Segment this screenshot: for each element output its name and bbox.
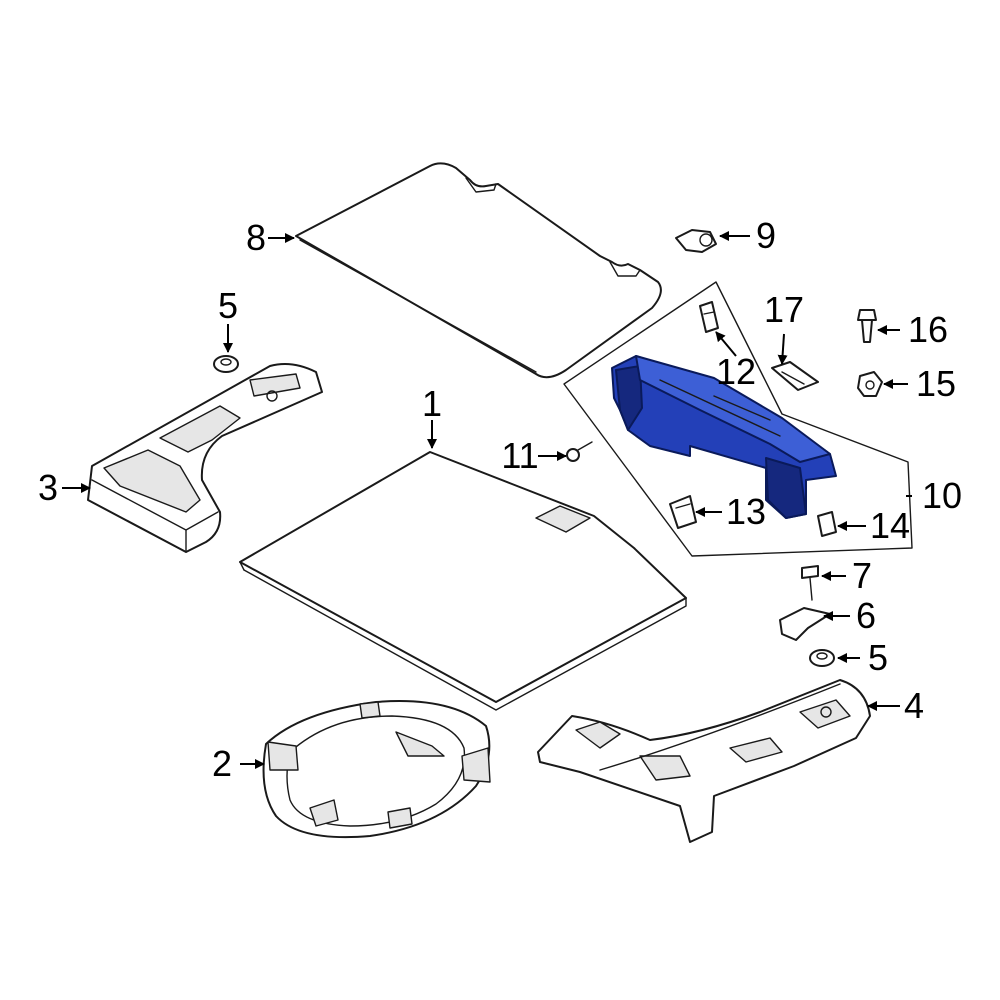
callout-5a: 5 [218, 285, 238, 326]
callout-1: 1 [422, 383, 442, 424]
callout-5b: 5 [868, 637, 888, 678]
screw-7[interactable] [801, 565, 819, 601]
grommet-5-right[interactable] [809, 649, 835, 667]
callout-labels: 1 2 3 4 5 5 6 7 8 9 10 11 12 13 14 15 16… [38, 215, 962, 784]
clip-17[interactable] [771, 361, 819, 391]
screw-11[interactable] [566, 441, 593, 462]
cargo-cover-panel[interactable] [295, 162, 662, 379]
callout-4: 4 [904, 685, 924, 726]
trim-panel-kit-frame [563, 281, 913, 557]
clip-14[interactable] [817, 511, 837, 537]
callout-13: 13 [726, 491, 766, 532]
rear-sill-trim-panel[interactable] [611, 355, 837, 519]
callout-12: 12 [716, 351, 756, 392]
clip-13[interactable] [669, 495, 697, 529]
grommet-5-left[interactable] [213, 355, 239, 373]
left-side-tray[interactable] [87, 363, 323, 553]
callout-15: 15 [916, 363, 956, 404]
nut-15[interactable] [857, 371, 883, 397]
callout-10: 10 [922, 475, 962, 516]
spare-wheel-holder[interactable] [262, 700, 491, 839]
push-pin-clip-9[interactable] [675, 229, 717, 253]
callout-11: 11 [501, 435, 538, 476]
callout-9: 9 [756, 215, 776, 256]
cargo-floor-mat[interactable] [239, 451, 687, 711]
callout-3: 3 [38, 467, 58, 508]
leader-lines [62, 231, 912, 769]
right-side-tray[interactable] [537, 679, 871, 843]
bolt-16[interactable] [857, 309, 877, 343]
callout-16: 16 [908, 309, 948, 350]
clip-12[interactable] [699, 301, 719, 333]
callout-2: 2 [212, 743, 232, 784]
callout-14: 14 [870, 505, 910, 546]
callout-8: 8 [246, 217, 266, 258]
callout-17: 17 [764, 289, 804, 330]
callout-6: 6 [856, 595, 876, 636]
callout-7: 7 [852, 555, 872, 596]
bracket-6[interactable] [779, 607, 831, 641]
